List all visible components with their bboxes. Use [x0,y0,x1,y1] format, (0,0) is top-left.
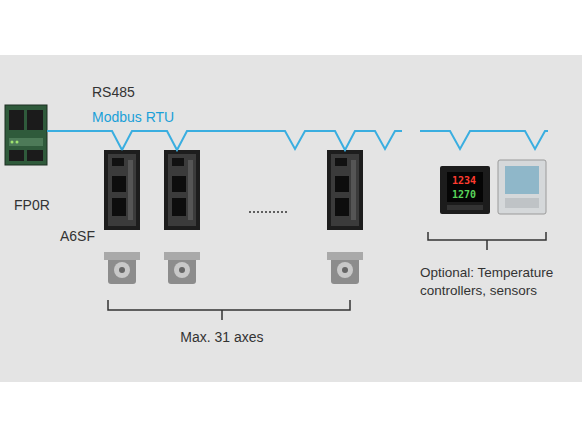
plc-unit: FP0R [5,105,47,165]
servo-drives [104,150,363,230]
servo-motors [104,252,363,284]
display-value: 1234 [452,174,482,188]
temperature-controller [440,166,490,214]
rs485-bus [420,131,548,149]
option-note: Optional: Temperature controllers, senso… [420,264,582,300]
node-label: FP0R [14,197,50,213]
display-value: 1270 [452,188,482,202]
protocol-name: Modbus RTU [92,108,232,127]
background-band [0,55,582,382]
ellipsis-dots [249,211,287,213]
bus-connector [47,131,122,150]
node-label: A6SF [60,228,95,244]
axis-note: Max. 31 axes [152,328,292,347]
bracket [108,300,350,320]
sensor-meter [498,160,546,214]
rs485-bus [122,131,402,150]
plc-illustration [5,105,47,165]
bracket [428,232,546,250]
servo-drive: A6SF [104,150,140,230]
bus-name: RS485 [92,83,212,102]
